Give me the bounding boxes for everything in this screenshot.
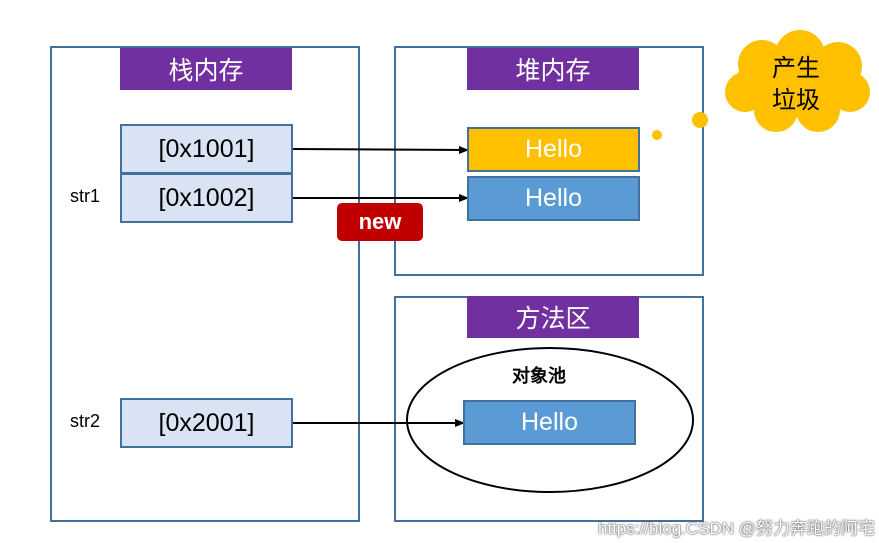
- stack-title: 栈内存: [120, 48, 292, 90]
- stack-panel: [50, 46, 360, 522]
- object-pool-label: 对象池: [512, 366, 566, 387]
- var-label-str2: str2: [70, 411, 101, 431]
- cloud-label-line2: 垃圾: [772, 86, 820, 114]
- new-keyword-badge: new: [337, 203, 423, 241]
- cloud-label-line1: 产生: [772, 54, 820, 82]
- thought-dot-small: [652, 130, 662, 140]
- arrow-0x1001-to-heap-obj1: [291, 145, 469, 154]
- address-box-0x2001: [0x2001]: [120, 398, 293, 448]
- watermark: https://blog.CSDN @努力奔跑的阿宅: [598, 519, 876, 538]
- heap-object-garbage: Hello: [467, 127, 640, 172]
- cloud-shape: [725, 30, 870, 132]
- pool-object: Hello: [463, 400, 636, 445]
- heap-title: 堆内存: [467, 48, 639, 90]
- address-box-0x1002: [0x1002]: [120, 173, 293, 223]
- method-area-title: 方法区: [467, 296, 639, 338]
- heap-panel: [394, 46, 704, 276]
- var-label-str1: str1: [70, 186, 101, 206]
- cloud-label: 产生 垃圾: [756, 52, 836, 116]
- thought-dot-large: [692, 112, 708, 128]
- heap-object-new: Hello: [467, 176, 640, 221]
- address-box-0x1001: [0x1001]: [120, 124, 293, 174]
